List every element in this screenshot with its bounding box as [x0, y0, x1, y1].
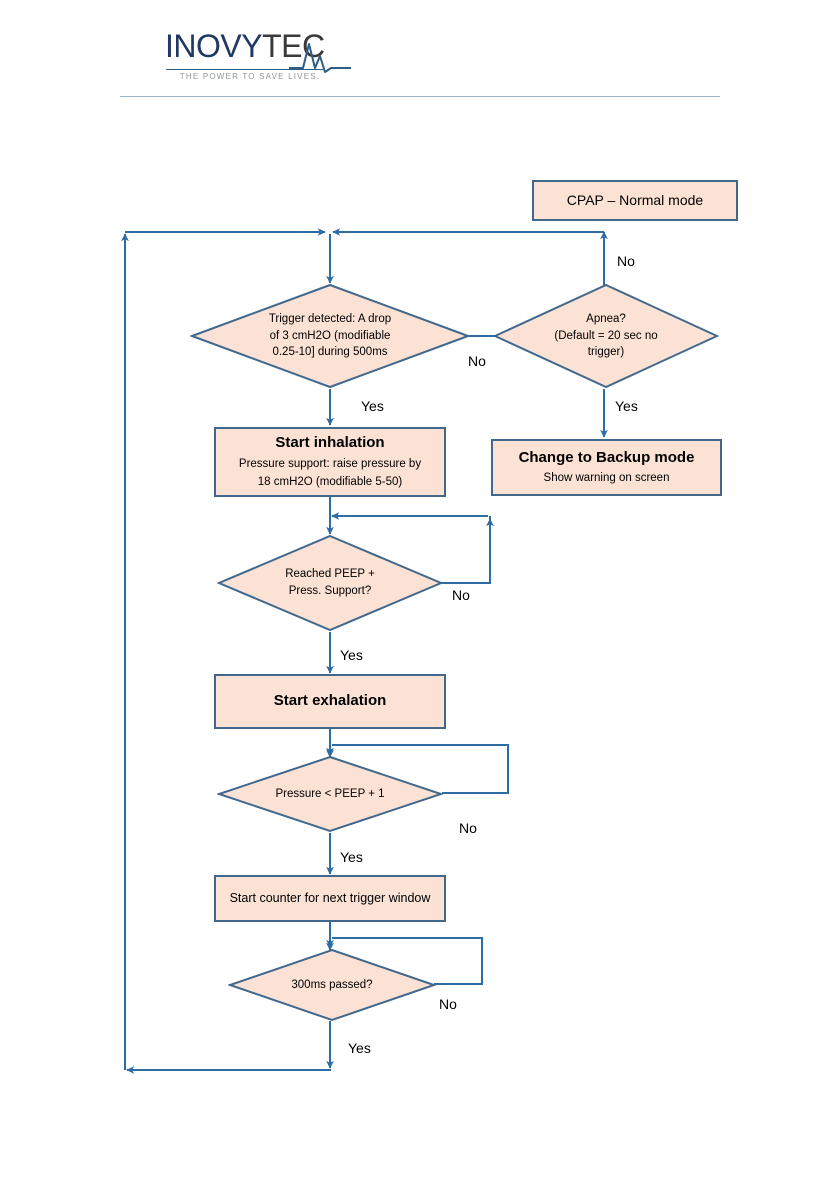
edge-label-apnea-no: No — [617, 253, 635, 269]
diamond-shape — [493, 283, 719, 389]
diamond-shape — [217, 755, 443, 833]
edge-label-peep-yes: Yes — [340, 647, 363, 663]
edge-label-ms300-no: No — [439, 996, 457, 1012]
page-header: INOVYTEC THE POWER TO SAVE LIVES. — [0, 0, 839, 100]
node-apnea[interactable]: Apnea? (Default = 20 sec no trigger) — [493, 283, 719, 389]
logo-text-secondary: TEC — [262, 28, 325, 64]
edge-label-trigger-no: No — [468, 353, 486, 369]
change-backup-heading: Change to Backup mode — [518, 449, 695, 467]
node-start-exhalation[interactable]: Start exhalation — [214, 674, 446, 729]
change-backup-line-1: Show warning on screen — [543, 472, 670, 485]
diamond-shape — [217, 534, 443, 632]
node-start-counter[interactable]: Start counter for next trigger window — [214, 875, 446, 922]
start-inhalation-line-2: 18 cmH2O (modifiable 5-50) — [257, 476, 403, 489]
logo-text-primary: INOVY — [165, 28, 263, 64]
node-start-inhalation[interactable]: Start inhalation Pressure support: raise… — [214, 427, 446, 497]
logo-divider — [166, 69, 323, 70]
edge-label-trigger-yes: Yes — [361, 398, 384, 414]
start-inhalation-line-1: Pressure support: raise pressure by — [238, 458, 422, 470]
node-change-to-backup-mode[interactable]: Change to Backup mode Show warning on sc… — [491, 439, 722, 496]
company-logo: INOVYTEC THE POWER TO SAVE LIVES. — [165, 28, 351, 86]
start-exhalation-heading: Start exhalation — [273, 692, 387, 710]
edge-label-peep-no: No — [452, 587, 470, 603]
node-title-label: CPAP – Normal mode — [566, 191, 704, 208]
diamond-shape — [190, 283, 470, 389]
node-reached-peep[interactable]: Reached PEEP + Press. Support? — [217, 534, 443, 632]
node-title-cpap-normal-mode[interactable]: CPAP – Normal mode — [532, 180, 738, 221]
ecg-waveform-icon — [289, 43, 351, 73]
node-trigger-detected[interactable]: Trigger detected: A drop of 3 cmH2O (mod… — [190, 283, 470, 389]
start-inhalation-heading: Start inhalation — [275, 434, 385, 452]
edge-label-ms300-yes: Yes — [348, 1040, 371, 1056]
start-counter-line-1: Start counter for next trigger window — [229, 890, 431, 905]
node-300ms-passed[interactable]: 300ms passed? — [228, 948, 436, 1022]
edge-label-pressure-no: No — [459, 820, 477, 836]
header-divider — [120, 96, 720, 97]
diamond-shape — [228, 948, 436, 1022]
logo-tagline: THE POWER TO SAVE LIVES. — [179, 72, 321, 81]
edge-label-pressure-yes: Yes — [340, 849, 363, 865]
logo-wordmark: INOVYTEC — [165, 28, 325, 64]
edge-label-apnea-yes: Yes — [615, 398, 638, 414]
node-pressure-below-peep[interactable]: Pressure < PEEP + 1 — [217, 755, 443, 833]
